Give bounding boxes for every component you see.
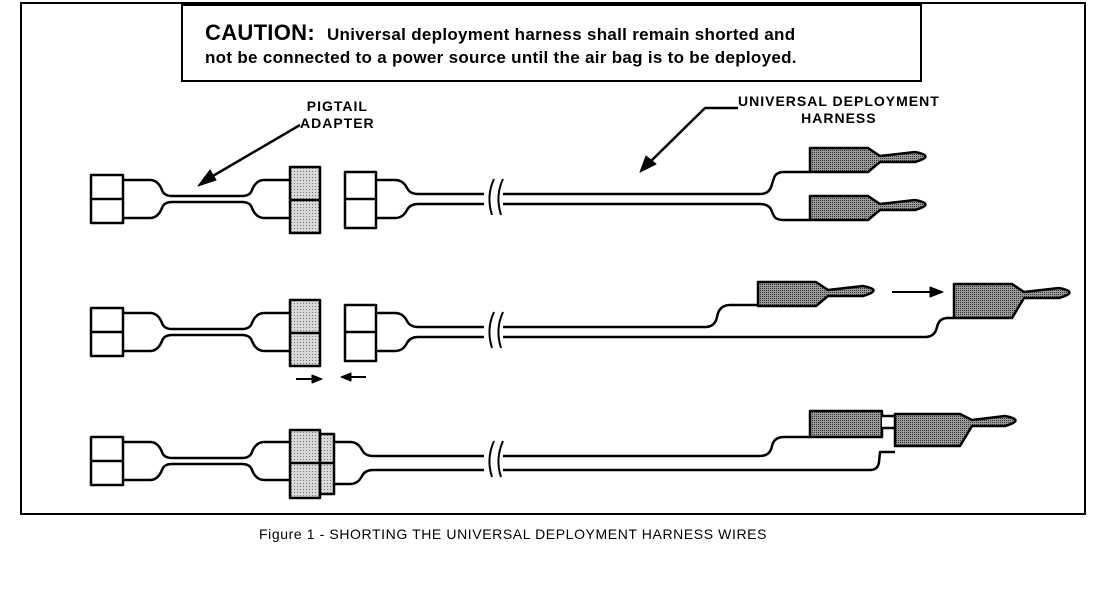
- harness-label-line-1: UNIVERSAL DEPLOYMENT: [738, 93, 940, 109]
- row-1-pigtail-adapter: [89, 165, 322, 235]
- connect-arrows: [296, 372, 366, 384]
- caution-line-1: CAUTION: Universal deployment harness sha…: [205, 20, 795, 46]
- figure-frame: [20, 2, 1086, 515]
- pigtail-label-line-1: PIGTAIL: [306, 98, 368, 114]
- row-1-harness: [343, 146, 927, 230]
- row-2-pigtail-adapter: [89, 298, 322, 368]
- caution-label: CAUTION:: [205, 20, 315, 45]
- pigtail-adapter-label: PIGTAIL ADAPTER: [300, 98, 375, 132]
- harness-label: UNIVERSAL DEPLOYMENT HARNESS: [738, 93, 940, 127]
- insert-plug-arrow: [892, 286, 944, 298]
- caution-text-2: not be connected to a power source until…: [205, 48, 797, 67]
- caution-box: CAUTION: Universal deployment harness sha…: [181, 4, 922, 82]
- harness-pointer-arrow: [639, 106, 738, 173]
- row-2-harness: [343, 280, 1071, 363]
- harness-label-line-2: HARNESS: [801, 110, 877, 126]
- row-3-connected-assembly: [89, 409, 1017, 500]
- figure-caption: Figure 1 - SHORTING THE UNIVERSAL DEPLOY…: [259, 526, 768, 542]
- caution-text-1: Universal deployment harness shall remai…: [326, 25, 796, 44]
- pigtail-pointer-arrow: [197, 123, 301, 187]
- pigtail-label-line-2: ADAPTER: [300, 115, 375, 131]
